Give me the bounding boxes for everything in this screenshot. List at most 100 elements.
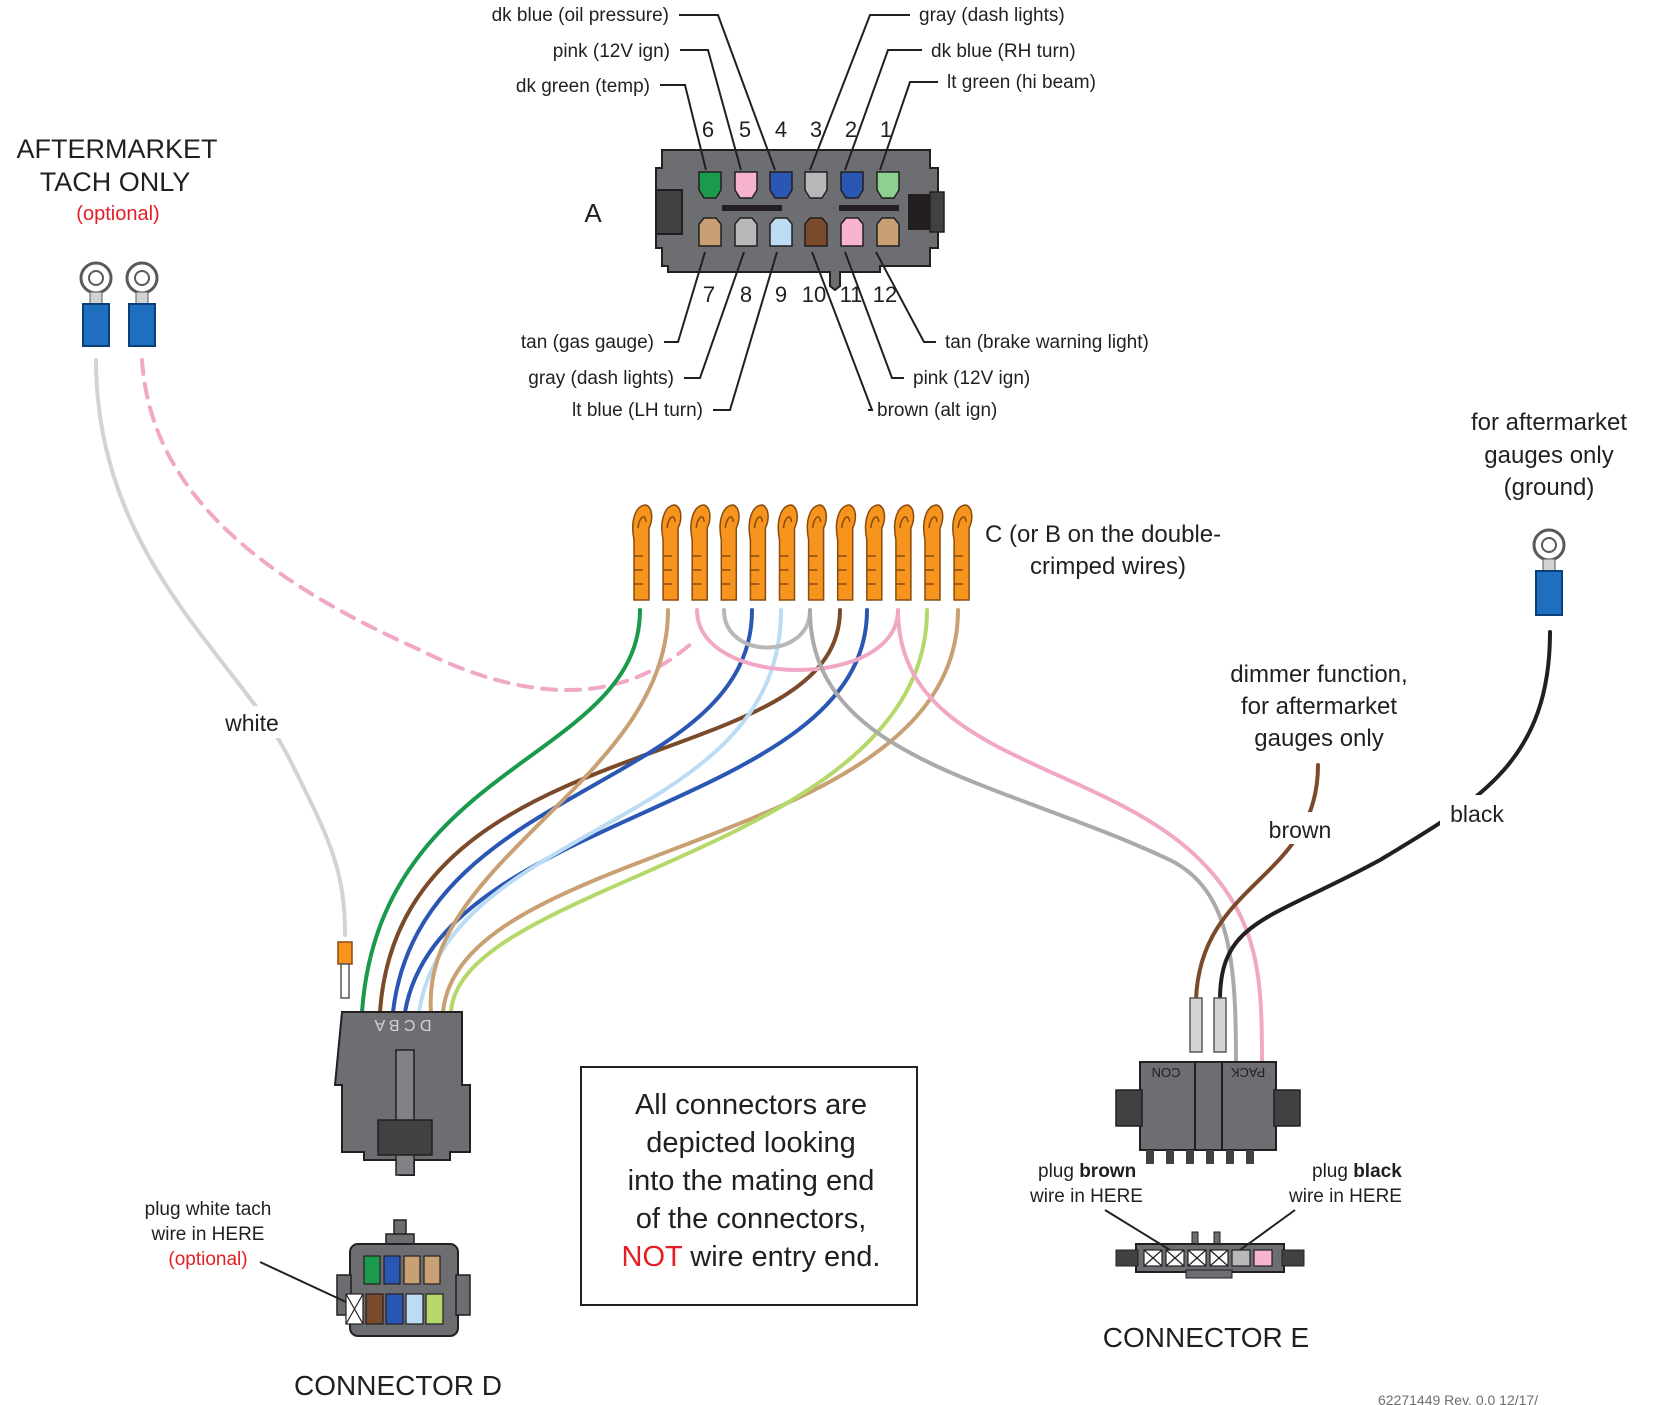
brown-note-line2: wire in HERE — [1029, 1186, 1143, 1207]
ground-ring-terminal — [1532, 528, 1566, 616]
brown-note-pre: plug — [1038, 1161, 1079, 1182]
ground-line1: for aftermarket — [1471, 409, 1627, 436]
pin-number-10: 10 — [802, 282, 826, 307]
harness-wires — [360, 608, 1264, 1064]
terminal-c — [923, 504, 944, 601]
connector-e: CON PACK plug brown wire in HERE plug bl… — [1029, 997, 1402, 1353]
connector-a-bottom-pin — [769, 217, 793, 247]
connector-d-note-line1: plug white tach — [145, 1199, 272, 1220]
note-line4: of the connectors, — [636, 1203, 867, 1235]
connector-e-con-label: CON — [1152, 1065, 1181, 1080]
connector-e-title: CONNECTOR E — [1103, 1322, 1309, 1353]
ground-group: for aftermarket gauges only (ground) bla… — [1218, 409, 1627, 1002]
terminal-c-label-line1: C (or B on the double- — [985, 521, 1221, 548]
connector-a-top-pin — [769, 171, 793, 199]
pin-number-1: 1 — [880, 117, 892, 142]
connector-a-divider-right — [839, 205, 899, 211]
connector-a-bottom-pin — [734, 217, 758, 247]
connector-a-leader-lines — [660, 14, 938, 411]
callout-hi-beam: lt green (hi beam) — [947, 72, 1096, 93]
note-not-word: NOT — [622, 1241, 684, 1273]
callout-brake-warning: tan (brake warning light) — [945, 332, 1149, 353]
note-line1: All connectors are — [635, 1089, 867, 1121]
terminal-c — [864, 504, 886, 601]
connector-a-bottom-pin — [840, 217, 864, 247]
footer-part-number: 62271449 Rev. 0.0 12/17/ — [1378, 1392, 1538, 1405]
black-note-leader — [1239, 1209, 1296, 1251]
white-tach-wire — [94, 358, 347, 937]
connector-d-latch — [395, 1049, 415, 1176]
dimmer-line1: dimmer function, — [1230, 661, 1407, 688]
note-box-frame — [580, 1066, 918, 1306]
brown-note-line1: plug brown — [1038, 1161, 1136, 1182]
connector-e-face-cell — [1253, 1249, 1273, 1267]
connector-a-left-latch — [655, 189, 683, 235]
callout-gray-dash-top: gray (dash lights) — [919, 5, 1065, 26]
terminal-c — [806, 504, 828, 601]
terminal-row-c — [632, 504, 973, 601]
terminal-c — [835, 504, 857, 601]
note-line5: NOT wire entry end. — [622, 1241, 881, 1273]
dimmer-group: dimmer function, for aftermarket gauges … — [1194, 661, 1408, 1002]
ground-line2: gauges only — [1484, 442, 1613, 469]
connector-a-pin-numbers: 6 5 4 3 2 1 7 8 9 10 11 12 — [702, 117, 897, 307]
callout-oil-pressure: dk blue (oil pressure) — [492, 5, 669, 26]
connector-d-title: CONNECTOR D — [294, 1370, 502, 1401]
connector-e-face-cell — [1231, 1249, 1251, 1267]
callout-pink-12v-bottom: pink (12V ign) — [913, 368, 1030, 389]
connector-a-top-pin — [698, 171, 722, 199]
white-tach-pin — [337, 941, 353, 999]
connector-a-pins — [698, 171, 900, 247]
tach-optional: (optional) — [76, 203, 159, 225]
connector-d-face-cell — [365, 1293, 384, 1325]
callout-rh-turn: dk blue (RH turn) — [931, 41, 1076, 62]
black-label-bg — [1440, 795, 1518, 827]
pin-number-9: 9 — [775, 282, 787, 307]
dimmer-line2: for aftermarket — [1241, 693, 1397, 720]
black-note-line1: plug black — [1312, 1161, 1402, 1182]
connector-a-bottom-pin — [804, 217, 828, 247]
terminal-c — [719, 504, 740, 601]
black-ground-wire — [1218, 630, 1552, 1002]
pin-number-6: 6 — [702, 117, 714, 142]
tach-title-line1: AFTERMARKET — [16, 134, 217, 164]
terminal-c — [893, 504, 915, 601]
brown-note-bold: brown — [1079, 1161, 1136, 1182]
connector-e-pack-label: PACK — [1230, 1065, 1265, 1080]
tach-group: AFTERMARKET TACH ONLY (optional) white — [16, 134, 697, 937]
terminal-c — [632, 504, 653, 601]
connector-d: D C B A plug white tach wire in HERE (op… — [145, 941, 502, 1401]
note-line2: depicted looking — [646, 1127, 856, 1159]
connector-a-top-pin — [804, 171, 828, 199]
callout-pink-12v-top: pink (12V ign) — [553, 41, 670, 62]
connector-a-right-latch-dark — [908, 194, 930, 230]
connector-a-top-pin — [876, 171, 900, 199]
connector-d-face-cell — [423, 1255, 441, 1285]
white-label-bg — [210, 706, 300, 738]
ground-line3: (ground) — [1504, 474, 1595, 501]
callout-temp: dk green (temp) — [516, 76, 650, 97]
ring-terminal-left — [79, 261, 113, 347]
brown-wire-label: brown — [1269, 817, 1332, 843]
callout-alt-ign: brown (alt ign) — [877, 400, 997, 421]
terminal-c — [952, 504, 973, 601]
brown-dimmer-wire — [1194, 763, 1320, 1002]
connector-a-top-pin — [840, 171, 864, 199]
black-note-pre: plug — [1312, 1161, 1353, 1182]
black-note-bold: black — [1353, 1161, 1402, 1182]
connector-a-right-latch — [929, 191, 945, 233]
pink-optional-dashed-wire — [140, 358, 697, 692]
connector-d-housing-letters: D C B A — [374, 1016, 431, 1033]
note-line5-rest: wire entry end. — [682, 1241, 880, 1273]
brown-label-bg — [1258, 812, 1340, 844]
note-box: All connectors are depicted looking into… — [580, 1066, 918, 1306]
connector-d-face-cell — [385, 1293, 404, 1325]
connector-a-callouts: dk blue (oil pressure) gray (dash lights… — [492, 5, 1149, 421]
connector-d-face — [336, 1219, 471, 1337]
pin-number-2: 2 — [845, 117, 857, 142]
pin-number-8: 8 — [740, 282, 752, 307]
white-wire-label: white — [224, 710, 279, 736]
connector-a-divider-left — [722, 205, 782, 211]
terminal-c — [661, 504, 682, 601]
